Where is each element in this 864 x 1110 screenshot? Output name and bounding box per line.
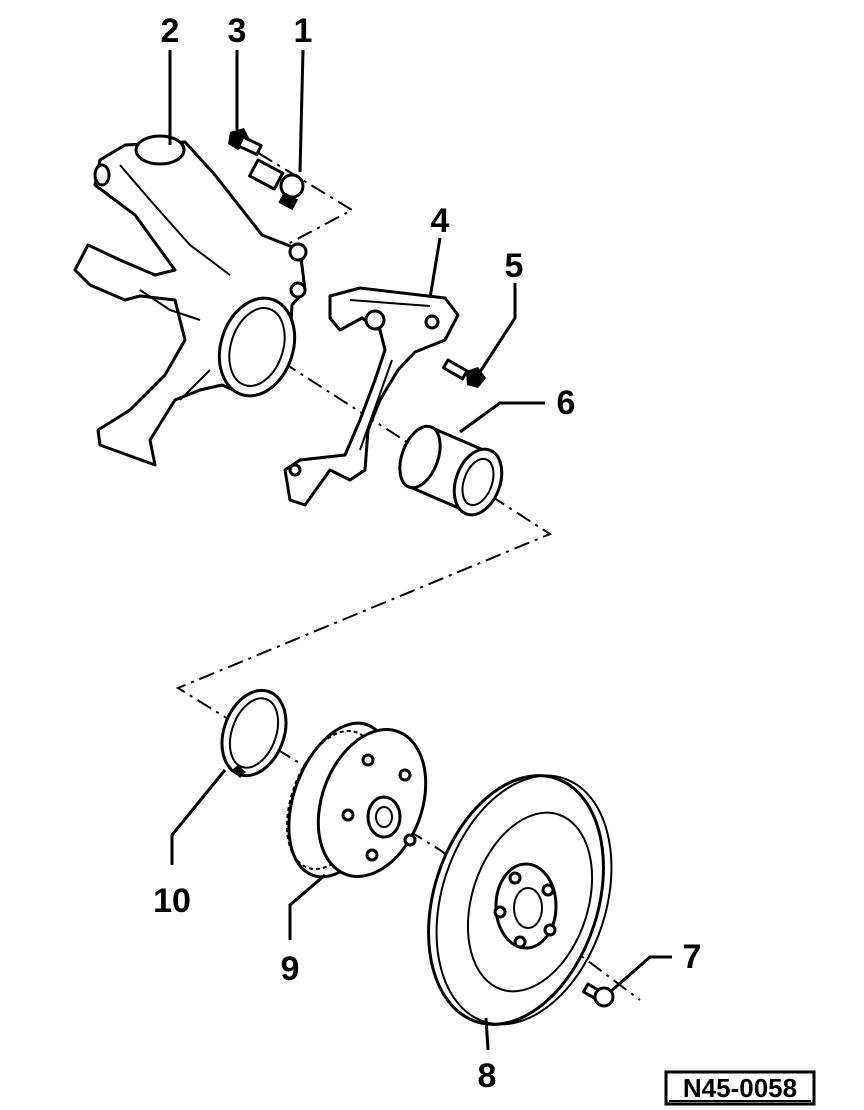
- splash-shield: [283, 286, 460, 507]
- reference-code-box: N45-0058: [664, 1070, 816, 1106]
- callout-4: 4: [431, 202, 450, 240]
- reference-code: N45-0058: [683, 1073, 797, 1103]
- wheel-bearing: [398, 424, 504, 517]
- callout-3: 3: [228, 12, 247, 50]
- callout-7: 7: [683, 938, 702, 976]
- callout-5: 5: [505, 247, 524, 285]
- sensor-bolt: [228, 128, 263, 157]
- speed-sensor: [248, 158, 305, 211]
- callout-labels: 2 3 1 4 5 6 10 9 7 8: [153, 12, 701, 1095]
- callout-1: 1: [294, 12, 313, 50]
- callout-2: 2: [161, 12, 180, 50]
- disc-screw: [582, 982, 615, 1008]
- callout-10: 10: [153, 882, 191, 920]
- wheel-hub: [286, 721, 428, 879]
- steering-knuckle: [73, 134, 308, 467]
- leader-lines: [168, 49, 672, 1051]
- circlip: [220, 688, 288, 778]
- callout-6: 6: [557, 384, 576, 422]
- shield-bolt: [441, 358, 486, 388]
- brake-disc: [427, 774, 613, 1026]
- callout-8: 8: [478, 1057, 497, 1095]
- callout-9: 9: [281, 950, 300, 988]
